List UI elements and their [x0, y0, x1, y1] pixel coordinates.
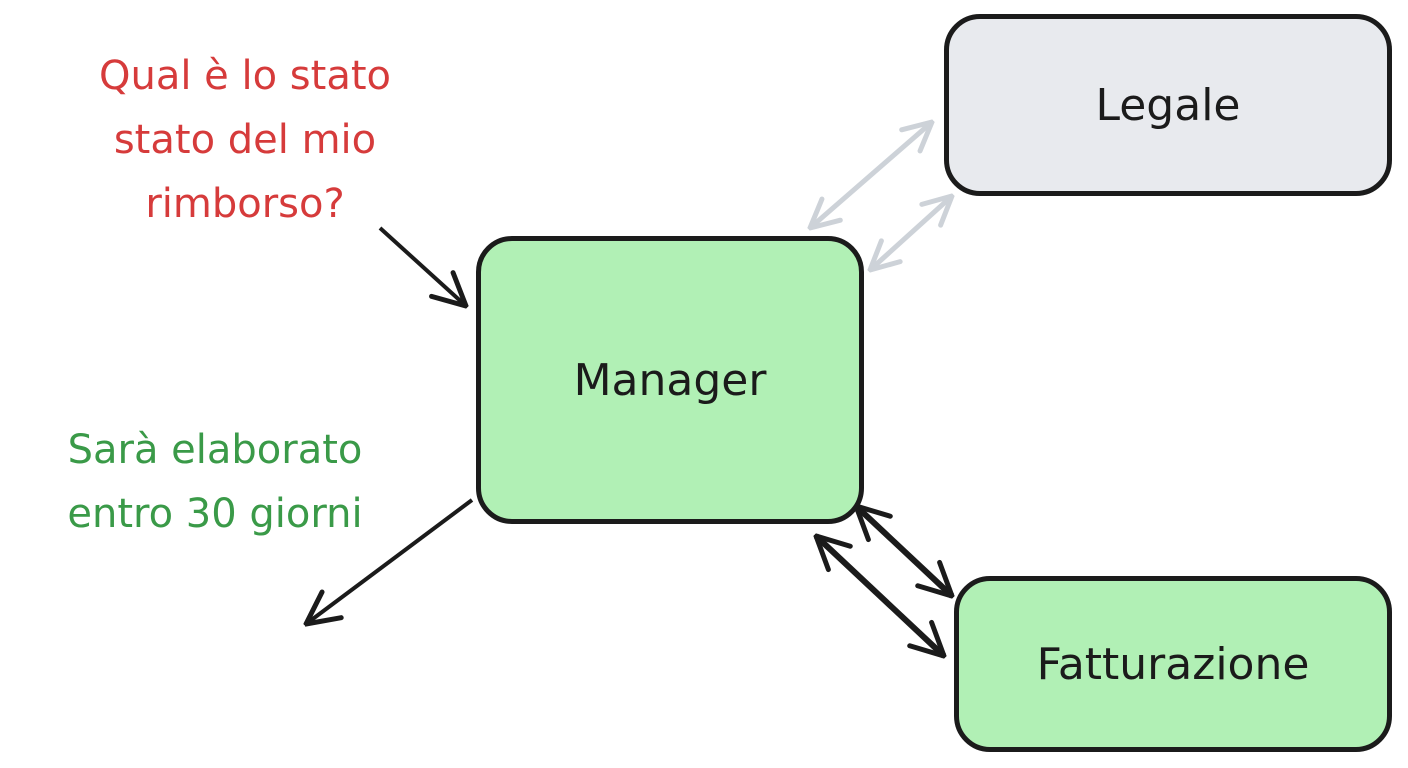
arrow-manager-fatturazione-1: [856, 506, 952, 596]
answer-text: Sarà elaborato entro 30 giorni: [0, 418, 430, 546]
arrow-manager-fatturazione-2: [816, 536, 944, 656]
arrow-manager-to-answer: [306, 498, 474, 624]
node-fatturazione-label: Fatturazione: [1036, 638, 1310, 690]
node-fatturazione: Fatturazione: [954, 576, 1392, 752]
node-manager: Manager: [476, 236, 864, 524]
node-legale: Legale: [944, 14, 1392, 196]
node-manager-label: Manager: [573, 354, 767, 406]
answer-line: Sarà elaborato: [67, 427, 363, 473]
arrow-question-to-manager: [378, 226, 466, 306]
arrow-manager-legale-1: [810, 122, 932, 228]
question-line: stato del mio: [113, 117, 377, 163]
answer-line: entro 30 giorni: [67, 491, 363, 537]
question-line: Qual è lo stato: [99, 53, 391, 99]
arrow-manager-legale-2: [870, 196, 952, 270]
question-line: rimborso?: [145, 181, 345, 227]
node-legale-label: Legale: [1095, 79, 1241, 131]
question-text: Qual è lo stato stato del mio rimborso?: [20, 44, 470, 236]
